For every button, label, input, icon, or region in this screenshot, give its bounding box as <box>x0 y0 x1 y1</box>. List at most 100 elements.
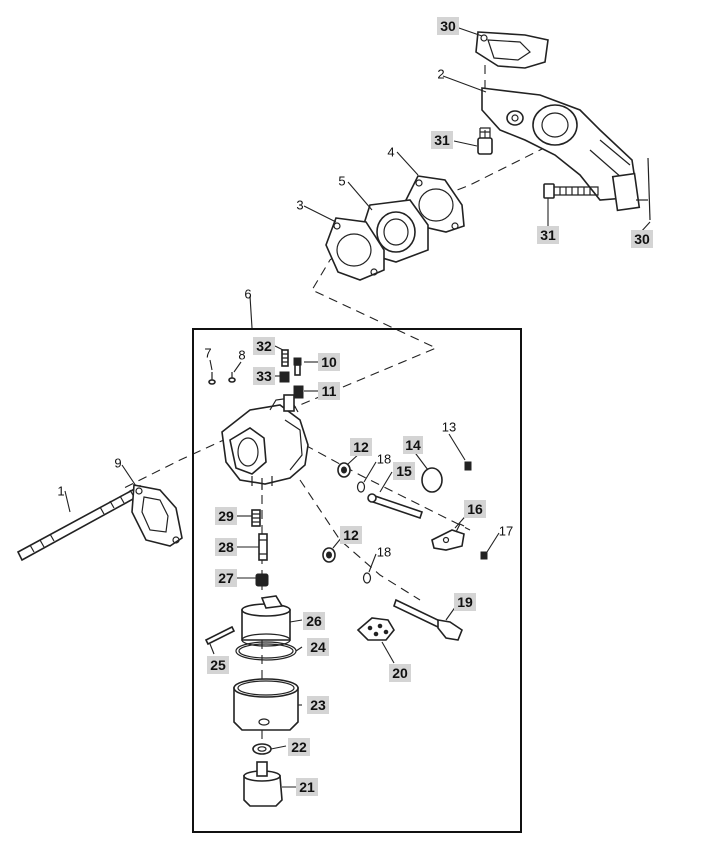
callout-32: 32 <box>253 337 275 355</box>
part-26-float <box>241 595 291 647</box>
callout-1: 1 <box>57 484 64 499</box>
callout-6: 6 <box>244 287 251 302</box>
svg-text:21: 21 <box>299 779 315 795</box>
callout-3: 3 <box>296 198 303 213</box>
callout-25: 25 <box>207 656 229 674</box>
svg-text:19: 19 <box>457 594 473 610</box>
svg-text:27: 27 <box>218 570 234 586</box>
callout-31-top: 31 <box>431 131 453 149</box>
callout-21: 21 <box>296 778 318 796</box>
svg-text:23: 23 <box>310 697 326 713</box>
part-20-throttle-plate <box>356 617 395 641</box>
callout-5: 5 <box>338 174 345 189</box>
part-32-screw <box>281 349 289 367</box>
callout-16: 16 <box>464 500 486 518</box>
part-17-screw <box>480 551 488 560</box>
callout-12-upper: 12 <box>350 438 372 456</box>
svg-text:18: 18 <box>377 452 391 467</box>
part-25-pin <box>204 625 236 646</box>
callout-24: 24 <box>307 638 329 656</box>
svg-text:16: 16 <box>467 501 483 517</box>
part-15-choke-shaft <box>367 493 424 520</box>
callout-20: 20 <box>389 664 411 682</box>
part-7-plug <box>208 372 216 385</box>
part-1-stud <box>16 484 146 562</box>
svg-text:25: 25 <box>210 657 226 673</box>
part-24-bowl-gasket <box>235 641 297 661</box>
part-22-washer <box>252 743 272 755</box>
part-10-screw <box>293 357 302 376</box>
part-28-emulsion-tube <box>258 533 268 561</box>
part-12-washer-lower <box>322 547 336 563</box>
callout-33: 33 <box>253 367 275 385</box>
part-23-float-bowl <box>233 678 299 731</box>
svg-text:31: 31 <box>540 227 556 243</box>
svg-text:32: 32 <box>256 338 272 354</box>
callout-labels: 30 2 31 4 5 3 31 30 6 7 8 32 33 10 11 12… <box>57 17 653 796</box>
part-3-gasket <box>325 217 385 281</box>
callout-27: 27 <box>215 569 237 587</box>
svg-text:1: 1 <box>57 484 64 499</box>
part-13-screw <box>464 461 472 471</box>
callout-4: 4 <box>387 145 394 160</box>
part-9-gasket <box>131 484 183 547</box>
part-27-nozzle <box>255 573 269 587</box>
part-14-choke-plate <box>421 467 443 493</box>
svg-text:31: 31 <box>434 132 450 148</box>
callout-2: 2 <box>437 67 444 82</box>
part-31-bolt-upper <box>477 127 493 155</box>
part-16-lever <box>431 523 465 551</box>
callout-18-upper: 18 <box>377 452 391 467</box>
callout-13: 13 <box>442 420 456 435</box>
svg-text:5: 5 <box>338 174 345 189</box>
callout-14: 14 <box>403 436 423 454</box>
svg-text:9: 9 <box>114 456 121 471</box>
callout-8: 8 <box>238 348 245 363</box>
callout-22: 22 <box>288 738 310 756</box>
svg-text:22: 22 <box>291 739 307 755</box>
svg-text:4: 4 <box>387 145 394 160</box>
callout-19: 19 <box>454 593 476 611</box>
callout-18-lower: 18 <box>377 545 391 560</box>
svg-text:17: 17 <box>499 524 513 539</box>
callout-11: 11 <box>318 382 340 400</box>
carburetor-assembly-box <box>192 328 522 833</box>
svg-text:24: 24 <box>310 639 326 655</box>
callout-15: 15 <box>393 462 415 480</box>
svg-text:10: 10 <box>321 354 337 370</box>
part-18-seal-lower <box>362 572 372 584</box>
svg-text:3: 3 <box>296 198 303 213</box>
svg-text:26: 26 <box>306 613 322 629</box>
part-33-seal <box>279 371 290 383</box>
svg-text:20: 20 <box>392 665 408 681</box>
svg-text:14: 14 <box>405 437 421 453</box>
callout-30-side: 30 <box>631 230 653 248</box>
svg-text:6: 6 <box>244 287 251 302</box>
svg-text:11: 11 <box>322 383 337 399</box>
callout-12-lower: 12 <box>340 526 362 544</box>
part-18-seal-upper <box>356 481 366 493</box>
svg-text:13: 13 <box>442 420 456 435</box>
callout-9: 9 <box>114 456 121 471</box>
svg-text:2: 2 <box>437 67 444 82</box>
svg-text:33: 33 <box>256 368 272 384</box>
svg-text:29: 29 <box>218 508 234 524</box>
callout-30-top: 30 <box>437 17 459 35</box>
callout-17: 17 <box>499 524 513 539</box>
part-29-jet <box>251 509 261 527</box>
svg-text:7: 7 <box>204 346 211 361</box>
svg-text:28: 28 <box>218 539 234 555</box>
svg-text:15: 15 <box>396 463 412 479</box>
part-11-seal <box>293 385 304 399</box>
svg-text:8: 8 <box>238 348 245 363</box>
part-31-bolt-side <box>543 183 599 199</box>
svg-text:30: 30 <box>634 231 650 247</box>
part-6-carburetor-body <box>221 394 309 490</box>
svg-text:12: 12 <box>353 439 369 455</box>
callout-28: 28 <box>215 538 237 556</box>
callout-29: 29 <box>215 507 237 525</box>
leader-lines <box>64 26 651 788</box>
svg-text:18: 18 <box>377 545 391 560</box>
